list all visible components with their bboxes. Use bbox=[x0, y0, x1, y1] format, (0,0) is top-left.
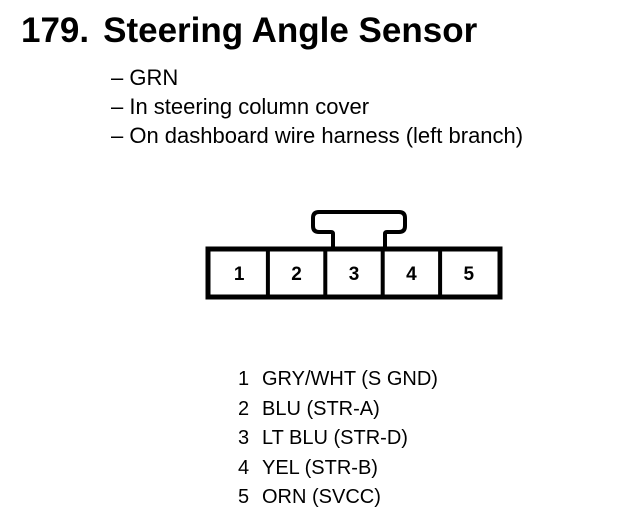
pin-item: 4 YEL (STR-B) bbox=[238, 454, 438, 484]
detail-connector-color: – GRN bbox=[111, 65, 179, 90]
pin-number: 4 bbox=[238, 456, 250, 479]
connector-body bbox=[205, 246, 503, 300]
component-details: – GRN – In steering column cover – On da… bbox=[111, 63, 523, 150]
pin-number: 2 bbox=[238, 397, 250, 420]
pin-item: 1 GRY/WHT (S GND) bbox=[238, 365, 438, 395]
pin-item: 2 BLU (STR-A) bbox=[238, 395, 438, 425]
page-title: 179. Steering Angle Sensor bbox=[21, 8, 477, 54]
connector-lock-tab bbox=[311, 210, 407, 248]
pin-label: ORN (SVCC) bbox=[262, 486, 381, 508]
terminal-number: 4 bbox=[406, 264, 417, 285]
pin-item: 5 ORN (SVCC) bbox=[238, 483, 438, 513]
connector-diagram: 1 2 3 4 5 bbox=[205, 210, 503, 300]
terminal-number: 2 bbox=[291, 264, 302, 285]
pin-label: LT BLU (STR-D) bbox=[262, 427, 408, 449]
pin-number: 3 bbox=[238, 427, 250, 449]
pin-number: 1 bbox=[238, 368, 250, 390]
component-title: Steering Angle Sensor bbox=[103, 11, 478, 50]
terminal-number: 3 bbox=[349, 264, 360, 285]
detail-location: – In steering column cover bbox=[111, 94, 370, 119]
component-number: 179. bbox=[21, 11, 90, 50]
terminal-number: 1 bbox=[234, 264, 245, 285]
terminal-number: 5 bbox=[464, 264, 475, 285]
pin-label: YEL (STR-B) bbox=[262, 456, 378, 479]
pin-label: GRY/WHT (S GND) bbox=[262, 368, 438, 390]
pin-list: 1 GRY/WHT (S GND) 2 BLU (STR-A) 3 LT BLU (S… bbox=[238, 365, 438, 513]
pin-number: 5 bbox=[238, 486, 250, 508]
detail-harness: – On dashboard wire harness (left branch… bbox=[111, 123, 524, 148]
pin-label: BLU (STR-A) bbox=[262, 397, 380, 420]
pin-item: 3 LT BLU (STR-D) bbox=[238, 424, 438, 454]
